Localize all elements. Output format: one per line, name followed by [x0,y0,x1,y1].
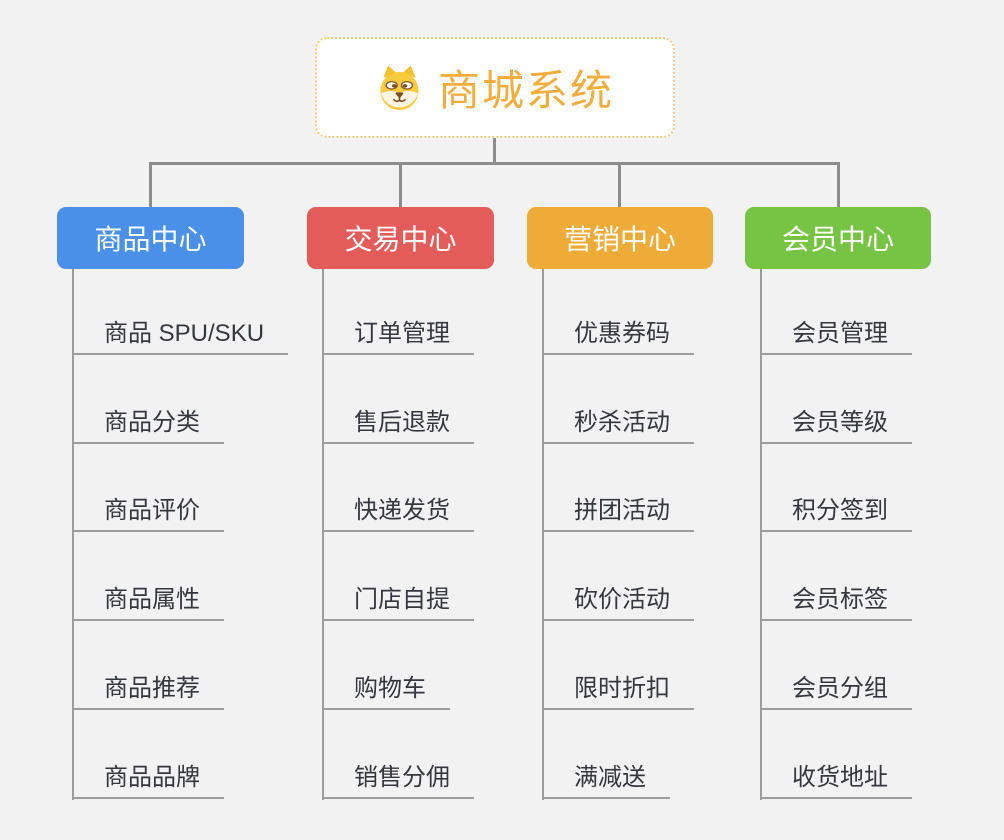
branch-spine-members [760,269,762,800]
leaf-node[interactable]: 商品品牌 [72,761,224,799]
leaf-node[interactable]: 销售分佣 [322,761,474,799]
branch-node-members[interactable]: 会员中心 [745,207,931,269]
leaf-node[interactable]: 砍价活动 [542,583,694,621]
branch-spine-trade [322,269,324,800]
leaf-node[interactable]: 限时折扣 [542,672,694,710]
branch-spine-marketing [542,269,544,800]
leaf-node[interactable]: 售后退款 [322,406,474,444]
branch-node-marketing[interactable]: 营销中心 [527,207,713,269]
leaf-node[interactable]: 优惠券码 [542,317,694,355]
root-node[interactable]: 商城系统 [315,37,675,138]
branch-node-trade[interactable]: 交易中心 [307,207,494,269]
leaf-node[interactable]: 满减送 [542,761,670,799]
leaf-node[interactable]: 会员管理 [760,317,912,355]
connector-drop-members [837,162,840,208]
leaf-node[interactable]: 商品推荐 [72,672,224,710]
leaf-node[interactable]: 拼团活动 [542,494,694,532]
connector-drop-products [149,162,152,208]
connector-drop-trade [399,162,402,208]
leaf-node[interactable]: 商品 SPU/SKU [72,317,289,355]
connector-root-stem [493,137,496,165]
branch-spine-products [72,269,74,800]
leaf-node[interactable]: 积分签到 [760,494,912,532]
leaf-node[interactable]: 商品评价 [72,494,224,532]
leaf-node[interactable]: 购物车 [322,672,450,710]
leaf-node[interactable]: 门店自提 [322,583,474,621]
leaf-node[interactable]: 商品属性 [72,583,224,621]
root-title: 商城系统 [437,67,614,114]
leaf-node[interactable]: 快递发货 [322,494,474,532]
dog-face-icon [380,65,419,111]
connector-bus [149,162,840,165]
leaf-node[interactable]: 会员标签 [760,583,912,621]
leaf-node[interactable]: 商品分类 [72,406,224,444]
leaf-node[interactable]: 订单管理 [322,317,474,355]
branch-node-products[interactable]: 商品中心 [57,207,244,269]
connector-drop-marketing [618,162,621,208]
leaf-node[interactable]: 会员等级 [760,406,912,444]
leaf-node[interactable]: 秒杀活动 [542,406,694,444]
leaf-node[interactable]: 会员分组 [760,672,912,710]
leaf-node[interactable]: 收货地址 [760,761,912,799]
